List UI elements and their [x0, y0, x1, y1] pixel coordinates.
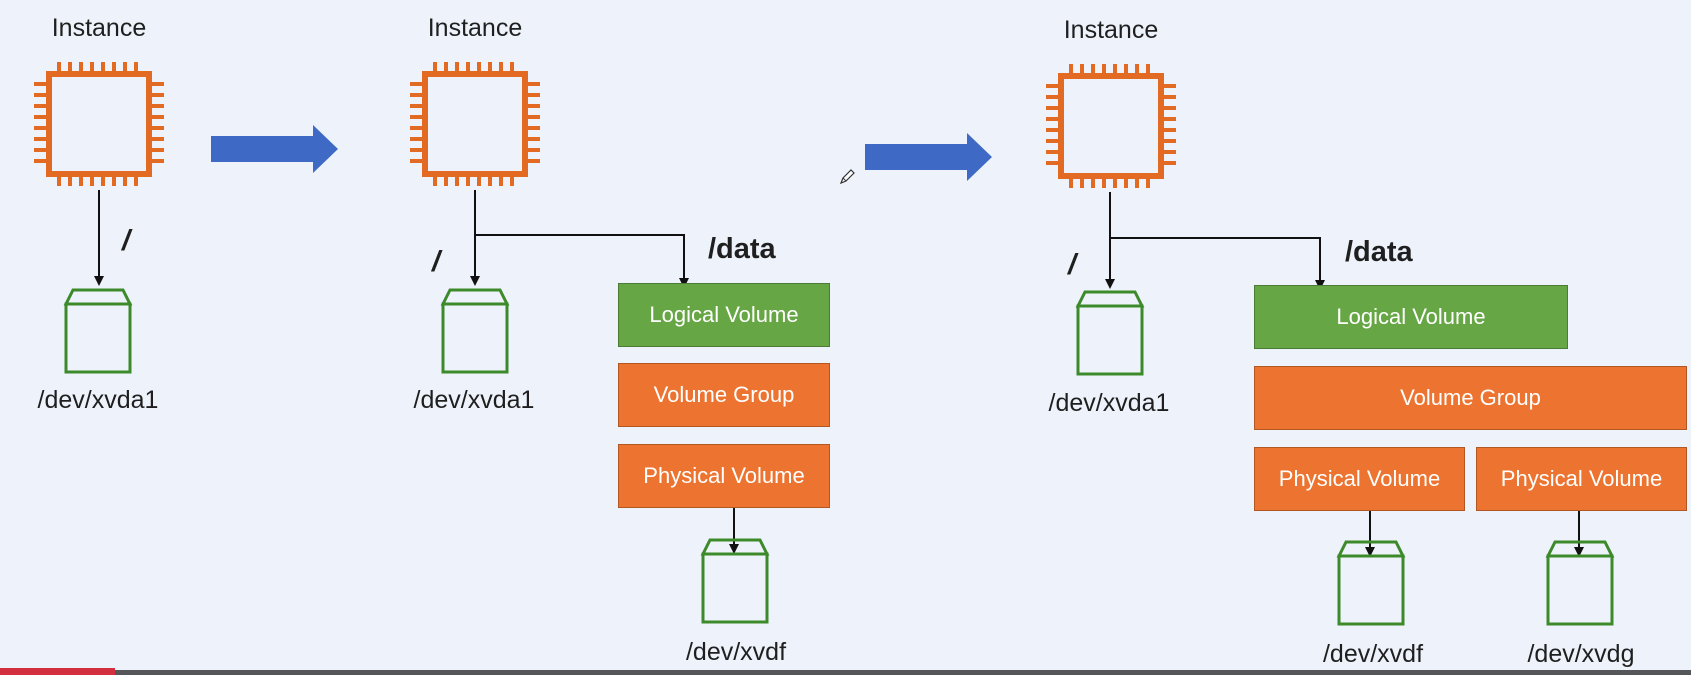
connector-line: [475, 234, 689, 288]
logical-volume-box: Logical Volume: [1254, 285, 1568, 349]
data-mount-label: /data: [1345, 236, 1413, 268]
ebs-volume-icon: [701, 538, 769, 624]
root-mount-label: /: [1068, 249, 1077, 281]
instance-title: Instance: [1063, 16, 1159, 44]
physical-volume-box: Physical Volume: [618, 444, 830, 508]
ebs-volume-icon: [1337, 540, 1405, 626]
pen-cursor-icon: [839, 169, 855, 185]
connector-line: [1110, 237, 1325, 290]
data-device-label: /dev/xvdg: [1527, 640, 1635, 668]
video-progress-bar[interactable]: [0, 668, 115, 675]
data-device-label: /dev/xvdf: [685, 638, 787, 666]
instance-title: Instance: [51, 14, 147, 42]
ebs-volume-icon: [1076, 290, 1144, 376]
right-arrow-icon: [211, 125, 338, 173]
root-device-label: /dev/xvda1: [413, 386, 535, 414]
instance-title: Instance: [427, 14, 523, 42]
root-mount-label: /: [432, 246, 441, 278]
chip-icon: [34, 62, 164, 186]
chip-icon: [1046, 64, 1176, 188]
physical-volume-box: Physical Volume: [1476, 447, 1687, 511]
volume-group-box: Volume Group: [618, 363, 830, 427]
chip-icon: [410, 62, 540, 186]
right-arrow-icon: [865, 133, 992, 181]
logical-volume-box: Logical Volume: [618, 283, 830, 347]
root-device-label: /dev/xvda1: [1048, 389, 1170, 417]
data-device-label: /dev/xvdf: [1322, 640, 1424, 668]
ebs-volume-icon: [441, 288, 509, 374]
data-mount-label: /data: [708, 233, 776, 265]
physical-volume-box: Physical Volume: [1254, 447, 1465, 511]
volume-group-box: Volume Group: [1254, 366, 1687, 430]
root-mount-label: /: [122, 225, 131, 257]
ebs-volume-icon: [1546, 540, 1614, 626]
root-device-label: /dev/xvda1: [37, 386, 159, 414]
video-timeline-track[interactable]: [0, 670, 1691, 675]
ebs-volume-icon: [64, 288, 132, 374]
